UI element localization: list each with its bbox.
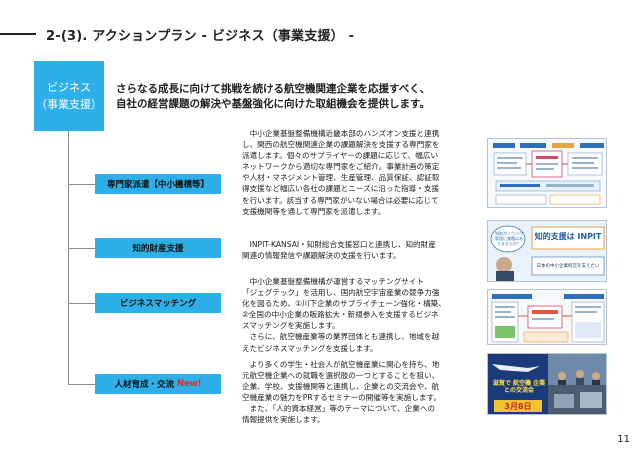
new-badge: New!	[176, 379, 202, 389]
desc-line: えたビジネスマッチングを支援します。	[242, 343, 378, 353]
desc-hr-development: より多くの学生・社会人が航空機産業に関心を持ち、地 元航空機企業への就職を選択肢…	[242, 359, 470, 426]
flow-diagram-image	[488, 139, 606, 207]
desc-line: 得支援など幅広い各社の課題とニーズに沿った指導・支援	[242, 184, 440, 194]
desc-line: 企業、学校、支援機関等と連携し、企業との交流会や、航	[242, 382, 440, 392]
desc-line: 派遣します。個々のサプライヤーの課題に応じて、幅広い	[242, 151, 439, 161]
inpit-caption-text: 日本の中小企業経営を支えたい	[536, 264, 600, 269]
inpit-bubble-text: 知財がノウハウ管理に課題はありませんか？	[495, 231, 523, 246]
desc-line: より多くの学生・社会人が航空機産業に関心を持ち、地	[242, 360, 440, 369]
desc-business-matching: 中小企業基盤整備機構が運営するマッチングサイト 「ジェグテック」を活用し、国内航…	[242, 276, 470, 354]
tree-connector-2	[68, 248, 95, 249]
lead-text: さらなる成長に向けて挑戦を続ける航空機関連企業を応援すべく、 自社の経営課題の解…	[116, 82, 430, 112]
tree-connector-1	[68, 184, 95, 185]
inpit-flyer-image	[488, 221, 606, 281]
category-business-matching: ビジネスマッチング	[95, 293, 221, 313]
desc-line: や人材・マネジメント管理、生産管理、品質保証、認証取	[242, 173, 440, 183]
matching-diagram-image	[488, 290, 606, 344]
lead-line-2: 自社の経営課題の解決や基盤強化に向けた取組機会を提供します。	[116, 98, 430, 110]
category-label: ビジネスマッチング	[119, 299, 197, 309]
business-category-box: ビジネス （事業支援）	[34, 61, 104, 131]
business-label-line-2: （事業支援）	[36, 98, 102, 111]
desc-line: を行います。該当する専門家がいない場合は必要に応じて	[242, 195, 439, 205]
category-label: 専門家派遣【中小機構等】	[106, 180, 209, 190]
tree-connector-3	[68, 303, 95, 304]
seminar-date-text: 3月8日	[504, 402, 532, 411]
thumbnail-expert-dispatch-diagram	[487, 138, 607, 208]
desc-line: INPIT-KANSAI・知財総合支援窓口と連携し、知的財産	[242, 240, 436, 249]
desc-line: ②全国の中小企業の販路拡大・新規参入を支援するビジネ	[242, 310, 439, 320]
category-expert-dispatch: 専門家派遣【中小機構等】	[95, 174, 221, 194]
desc-line: さらに、航空機産業等の業界団体とも連携し、地域を越	[242, 332, 440, 342]
thumbnail-matching-diagram	[487, 289, 607, 345]
category-label: 人材育成・交流	[114, 380, 174, 390]
page-title: 2-(3). アクションプラン - ビジネス（事業支援） -	[46, 29, 355, 44]
desc-line: 元航空機企業への就職を選択肢の一つとすることを狙い、	[242, 371, 440, 381]
desc-line: 支援機関等を通して専門家を派遣します。	[242, 206, 386, 216]
thumbnail-seminar-event: 滋賀で 航空機 企業との交流会 3月8日	[487, 353, 607, 415]
category-hr-development: 人材育成・交流 New!	[95, 374, 221, 394]
desc-line: 関連の情報発信や課題解決の支援を行います。	[242, 251, 401, 261]
thumbnail-inpit-flyer: 知財がノウハウ管理に課題はありませんか？ 知的支援は INPIT 日本の中小企業…	[487, 220, 607, 282]
desc-line: 化を図るため、①川下企業のサプライチェーン強化・構築、	[242, 299, 446, 309]
seminar-event-image	[488, 354, 606, 414]
inpit-banner-text: 知的支援は INPIT	[534, 232, 602, 241]
desc-expert-dispatch: 中小企業基盤整備機構近畿本部のハンズオン支援と連携 し、関西の航空機関連企業の課…	[242, 128, 470, 217]
desc-line: スマッチングを実施します。	[242, 321, 340, 331]
tree-connector-vertical	[68, 131, 69, 385]
desc-line: し、関西の航空機関連企業の課題解決を支援する専門家を	[242, 140, 440, 150]
seminar-title-text: 滋賀で 航空機 企業との交流会	[492, 380, 546, 394]
business-label-line-1: ビジネス	[47, 81, 91, 94]
tree-connector-4	[68, 384, 95, 385]
desc-line: 「ジェグテック」を活用し、国内航空宇宙産業の競争力強	[242, 288, 440, 298]
desc-ip-support: INPIT-KANSAI・知財総合支援窓口と連携し、知的財産 関連の情報発信や課…	[242, 239, 470, 261]
title-rule	[0, 33, 36, 35]
desc-line: ネットワークから適切な専門家をご紹介。事業計画の策定	[242, 162, 440, 172]
lead-line-1: さらなる成長に向けて挑戦を続ける航空機関連企業を応援すべく、	[116, 83, 431, 95]
desc-line: また、「人的資本経営」等のテーマについて、企業への	[242, 404, 436, 414]
desc-line: 情報提供を実施します。	[242, 415, 325, 425]
desc-line: 中小企業基盤整備機構近畿本部のハンズオン支援と連携	[242, 129, 440, 138]
desc-line: 空機産業の魅力をPRするセミナーの開催等を実施します。	[242, 393, 441, 403]
category-ip-support: 知的財産支援	[95, 238, 221, 258]
desc-line: 中小企業基盤整備機構が運営するマッチングサイト	[242, 277, 424, 286]
page-number: 11	[617, 434, 630, 445]
category-label: 知的財産支援	[132, 244, 184, 254]
